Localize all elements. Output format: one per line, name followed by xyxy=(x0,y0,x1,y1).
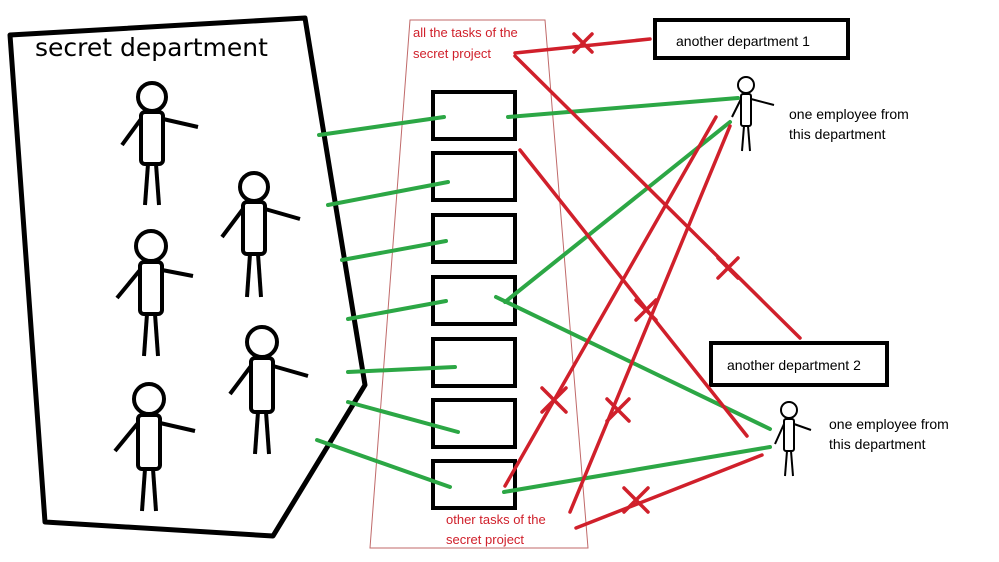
cross-mark xyxy=(634,298,658,322)
cross-mark xyxy=(540,386,568,414)
red-connections xyxy=(503,37,802,530)
red-link xyxy=(518,148,749,438)
green-link xyxy=(346,400,460,434)
employee-2-label-line2: this department xyxy=(829,436,926,452)
cross-mark xyxy=(716,256,740,280)
another-department-1-box xyxy=(653,18,850,60)
employee-figure xyxy=(774,401,812,477)
other-tasks-label-line2: secret project xyxy=(446,532,524,547)
other-tasks-label-line1: other tasks of the xyxy=(446,512,546,527)
task-box xyxy=(431,151,517,202)
green-link xyxy=(503,120,732,304)
red-cross-marks xyxy=(540,32,740,514)
task-box xyxy=(431,337,517,388)
stick-figure xyxy=(113,382,196,512)
green-link xyxy=(346,299,448,321)
secret-department-boundary xyxy=(7,15,368,539)
another-department-2-box xyxy=(709,341,889,387)
employee-2-label-line1: one employee from xyxy=(829,416,949,432)
red-link xyxy=(503,115,718,488)
all-tasks-label-line1: all the tasks of the xyxy=(413,25,518,40)
secret-department-title: secret department xyxy=(35,33,268,62)
green-link xyxy=(340,239,448,262)
green-link xyxy=(326,180,450,207)
cross-mark xyxy=(605,397,631,423)
task-box xyxy=(431,398,517,449)
task-box xyxy=(431,213,517,264)
red-link xyxy=(513,54,802,340)
stick-figure xyxy=(220,171,301,298)
red-link xyxy=(568,124,732,514)
stick-figure xyxy=(120,81,199,206)
employee-1-label-line1: one employee from xyxy=(789,106,909,122)
task-box xyxy=(431,459,517,510)
green-link xyxy=(315,438,452,489)
green-link xyxy=(346,365,457,374)
green-link xyxy=(506,96,740,119)
stick-figure xyxy=(115,229,194,357)
green-connections xyxy=(315,96,772,494)
task-box xyxy=(431,275,517,326)
employee-figure xyxy=(731,76,775,152)
cross-mark xyxy=(622,486,650,514)
red-link xyxy=(513,37,652,55)
all-tasks-label-line2: secret project xyxy=(413,46,491,61)
stick-figure xyxy=(228,325,309,455)
another-department-1-label: another department 1 xyxy=(676,33,810,49)
employee-1-label-line2: this department xyxy=(789,126,886,142)
red-link xyxy=(574,453,764,530)
green-link xyxy=(317,115,446,137)
another-department-2-label: another department 2 xyxy=(727,357,861,373)
cross-mark xyxy=(572,32,594,54)
green-link xyxy=(502,445,772,494)
